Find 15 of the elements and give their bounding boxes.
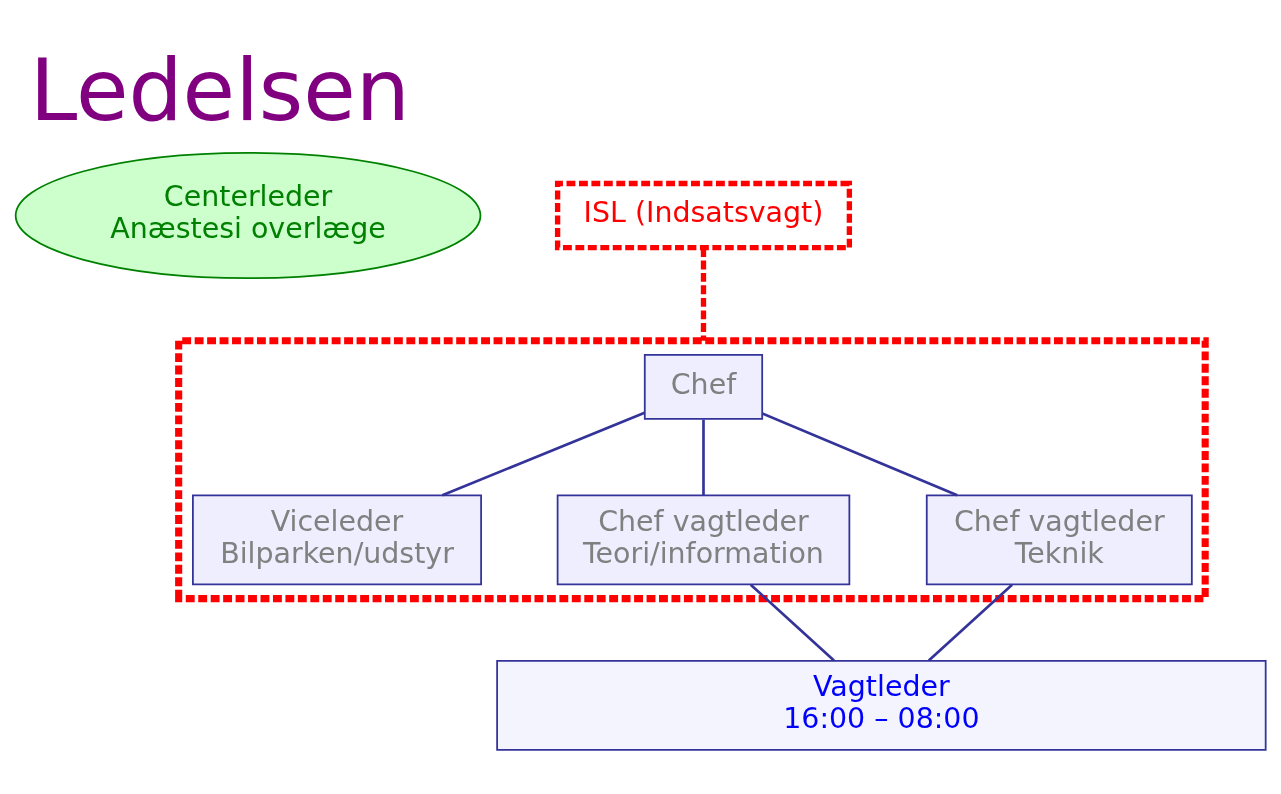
connector: [700, 248, 707, 341]
node-box: Chef: [643, 354, 764, 420]
node-box: Chef vagtleder Teori/information: [556, 494, 851, 586]
connector: [441, 411, 646, 497]
connector: [749, 583, 835, 662]
node-box: Viceleder Bilparken/udstyr: [192, 494, 482, 586]
node-box: ISL (Indsatsvagt): [554, 180, 853, 251]
connector: [761, 412, 958, 497]
connector: [927, 583, 1013, 662]
diagram-title: Ledelsen: [29, 40, 410, 140]
connector: [702, 419, 705, 496]
node-box: Chef vagtleder Teknik: [925, 494, 1193, 586]
cluster: [175, 337, 1209, 603]
node-ellipse: Centerleder Anæstesi overlæge: [14, 152, 482, 280]
node-box: Vagtleder 16:00 – 08:00: [496, 660, 1267, 751]
